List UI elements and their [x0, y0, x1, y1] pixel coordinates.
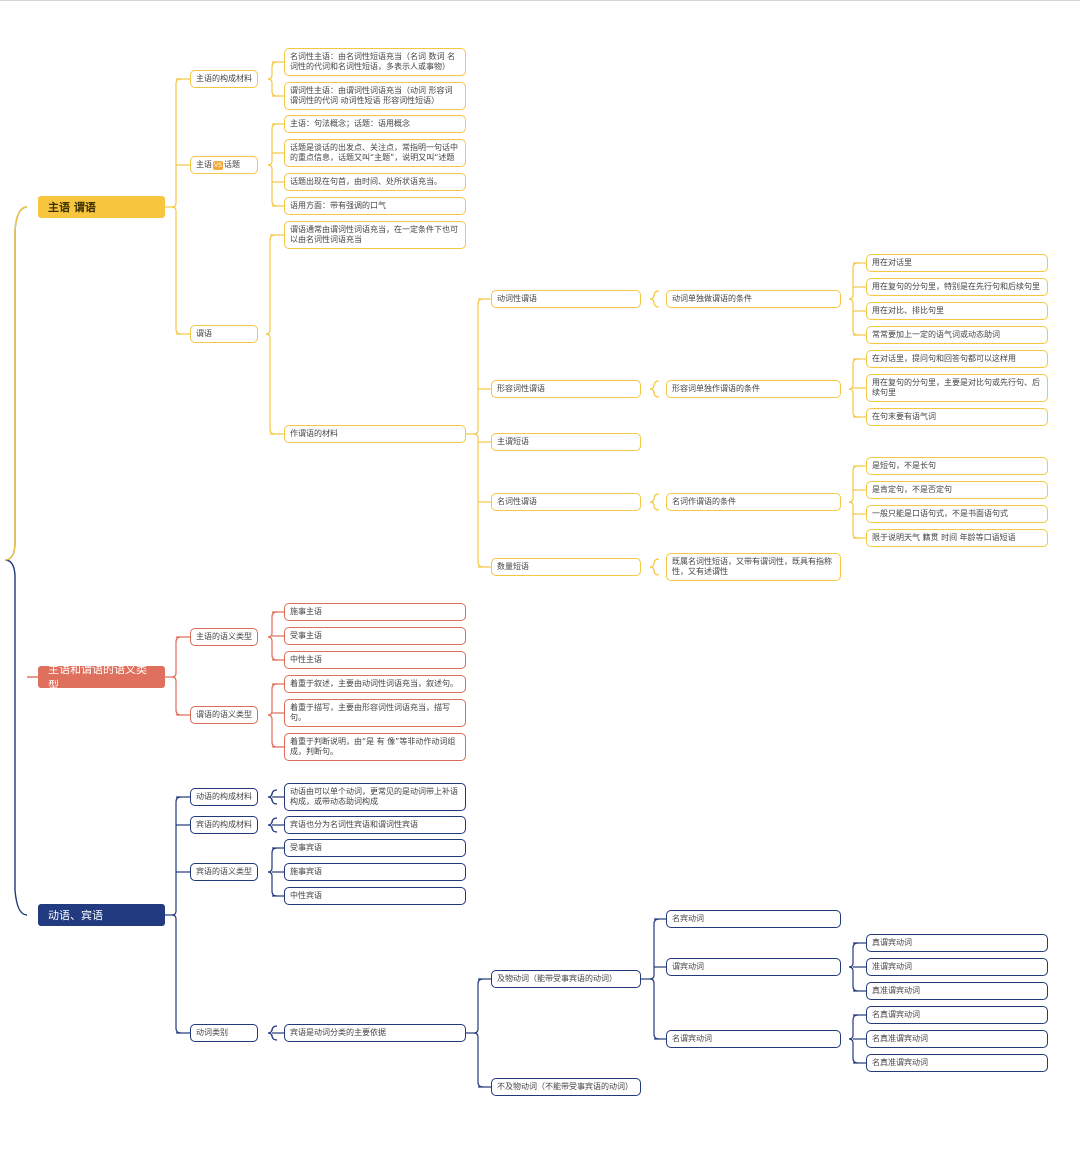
vs-icon: VS — [213, 160, 223, 170]
quantity-phrase-note-node[interactable]: 既属名词性短语，又带有谓词性，既具有指称性，又有述谓性 — [666, 553, 841, 581]
s3d-brace — [267, 1025, 278, 1041]
noun-true-quasi-object-verb-2[interactable]: 名真准谓宾动词 — [866, 1054, 1048, 1072]
b-brace — [267, 123, 278, 207]
pair-brace — [649, 380, 660, 398]
adj-predicate-condition-node[interactable]: 形容词单独作谓语的条件 — [666, 380, 841, 398]
adj-cond-3[interactable]: 在句末要有语气词 — [866, 408, 1048, 426]
verb-cond-2[interactable]: 用在复句的分句里，特别是在先行句和后续句里 — [866, 278, 1048, 296]
nominal-predicate-node[interactable]: 名词性谓语 — [491, 493, 641, 511]
subject-semantic-type-node[interactable]: 主语的语义类型 — [190, 628, 258, 646]
subject-material-node[interactable]: 主语的构成材料 — [190, 70, 258, 88]
main-brace-upper — [4, 206, 28, 561]
quasi-predicate-object-verb[interactable]: 准谓宾动词 — [866, 958, 1048, 976]
descriptive-sentence-node[interactable]: 着重于描写，主要由形容词性词语充当，描写句。 — [284, 699, 466, 727]
patient-object-node[interactable]: 受事宾语 — [284, 839, 466, 857]
predicate-node[interactable]: 谓语 — [190, 325, 258, 343]
top-divider — [0, 0, 1080, 1]
object-material-note-node[interactable]: 宾语也分为名词性宾语和谓词性宾语 — [284, 816, 466, 834]
verb-cond-3[interactable]: 用在对比、排比句里 — [866, 302, 1048, 320]
predicate-object-verb-node[interactable]: 谓宾动词 — [666, 958, 841, 976]
noun-true-predicate-object-verb[interactable]: 名真谓宾动词 — [866, 1006, 1048, 1024]
verb-brace — [473, 978, 484, 1088]
t2-brace — [848, 942, 859, 992]
transitive-verb-node[interactable]: 及物动词（能带受事宾语的动词） — [491, 970, 641, 988]
s3c-brace — [267, 847, 278, 897]
object-semantic-type-node[interactable]: 宾语的语义类型 — [190, 863, 258, 881]
predicate-semantic-type-node[interactable]: 谓语的语义类型 — [190, 706, 258, 724]
noun-predicate-condition-node[interactable]: 名词作谓语的条件 — [666, 493, 841, 511]
agent-subject-node[interactable]: 施事主语 — [284, 603, 466, 621]
root-semantic-types[interactable]: 主语和谓语的语义类型 — [38, 663, 165, 692]
pair-brace — [649, 493, 660, 511]
noun-cond-3[interactable]: 一般只能是口语句式，不是书面语句式 — [866, 505, 1048, 523]
root3-brace — [171, 796, 182, 1034]
object-material-node[interactable]: 宾语的构成材料 — [190, 816, 258, 834]
noun-predicate-object-verb-node[interactable]: 名谓宾动词 — [666, 1030, 841, 1048]
verb-cond-1[interactable]: 用在对话里 — [866, 254, 1048, 272]
v-brace — [848, 262, 859, 336]
adjectival-predicate-node[interactable]: 形容词性谓语 — [491, 380, 641, 398]
pair-brace — [649, 558, 660, 576]
topic-note-4[interactable]: 语用方面：带有强调的口气 — [284, 197, 466, 215]
material-brace — [473, 298, 484, 568]
topic-note-2[interactable]: 话题是谈话的出发点、关注点，常指明一句话中的重点信息，话题又叫“主题”，说明又叫… — [284, 139, 466, 167]
n-brace — [848, 465, 859, 539]
narrative-sentence-node[interactable]: 着重于叙述，主要由动词性词语充当，叙述句。 — [284, 675, 466, 693]
root-subject-predicate[interactable]: 主语 谓语 — [38, 196, 165, 218]
verbal-predicate-node[interactable]: 动词性谓语 — [491, 290, 641, 308]
predicative-subject-node[interactable]: 谓词性主语：由谓词性词语充当（动词 形容词 谓词性的代词 动词性短语 形容词性短… — [284, 82, 466, 110]
predicate-material-node[interactable]: 作谓语的材料 — [284, 425, 466, 443]
trans-brace — [649, 918, 660, 1040]
root2-brace — [171, 636, 182, 716]
adj-brace — [848, 358, 859, 418]
noun-true-quasi-object-verb-1[interactable]: 名真准谓宾动词 — [866, 1030, 1048, 1048]
pair-brace — [649, 290, 660, 308]
neutral-object-node[interactable]: 中性宾语 — [284, 887, 466, 905]
adj-cond-1[interactable]: 在对话里，提问句和回答句都可以这样用 — [866, 350, 1048, 368]
subject-predicate-phrase-node[interactable]: 主谓短语 — [491, 433, 641, 451]
verb-classification-basis-node[interactable]: 宾语是动词分类的主要依据 — [284, 1024, 466, 1042]
s2b-brace — [267, 683, 278, 748]
topic-note-1[interactable]: 主语：句法概念；话题：语用概念 — [284, 115, 466, 133]
agent-object-node[interactable]: 施事宾语 — [284, 863, 466, 881]
quantity-phrase-node[interactable]: 数量短语 — [491, 558, 641, 576]
root-verb-object[interactable]: 动语、宾语 — [38, 904, 165, 926]
noun-cond-2[interactable]: 是肯定句，不是否定句 — [866, 481, 1048, 499]
nominal-subject-node[interactable]: 名词性主语：由名词性短语充当（名词 数词 名词性的代词和名词性短语，多表示人或事… — [284, 48, 466, 76]
s2a-brace — [267, 611, 278, 661]
intransitive-verb-node[interactable]: 不及物动词（不能带受事宾语的动词） — [491, 1078, 641, 1096]
noun-cond-1[interactable]: 是短句，不是长句 — [866, 457, 1048, 475]
patient-subject-node[interactable]: 受事主语 — [284, 627, 466, 645]
s3b-brace — [267, 817, 278, 833]
noun-cond-4[interactable]: 限于说明天气 籍贯 时间 年龄等口语短语 — [866, 529, 1048, 547]
root1-brace — [171, 78, 182, 335]
a-brace — [267, 61, 278, 97]
s3a-brace — [267, 789, 278, 805]
verb-cond-4[interactable]: 常常要加上一定的语气词或动态助词 — [866, 326, 1048, 344]
verb-material-note-node[interactable]: 动语由可以单个动词，更常见的是动词带上补语构成，或带动态助词构成 — [284, 783, 466, 811]
verb-material-node[interactable]: 动语的构成材料 — [190, 788, 258, 806]
c-brace — [265, 234, 276, 435]
topic-note-3[interactable]: 话题出现在句首，由时间、处所状语充当。 — [284, 173, 466, 191]
t3-brace — [848, 1014, 859, 1064]
verb-predicate-condition-node[interactable]: 动词单独做谓语的条件 — [666, 290, 841, 308]
predicate-note-node[interactable]: 谓语通常由谓词性词语充当，在一定条件下也可以由名词性词语充当 — [284, 221, 466, 249]
true-predicate-object-verb[interactable]: 真谓宾动词 — [866, 934, 1048, 952]
neutral-subject-node[interactable]: 中性主语 — [284, 651, 466, 669]
noun-object-verb-node[interactable]: 名宾动词 — [666, 910, 841, 928]
main-brace-lower — [4, 206, 28, 916]
true-quasi-predicate-object-verb[interactable]: 真准谓宾动词 — [866, 982, 1048, 1000]
verb-category-node[interactable]: 动词类别 — [190, 1024, 258, 1042]
adj-cond-2[interactable]: 用在复句的分句里，主要是对比句或先行句、后续句里 — [866, 374, 1048, 402]
judgment-sentence-node[interactable]: 着重于判断说明，由“是 有 像”等非动作动词组成，判断句。 — [284, 733, 466, 761]
